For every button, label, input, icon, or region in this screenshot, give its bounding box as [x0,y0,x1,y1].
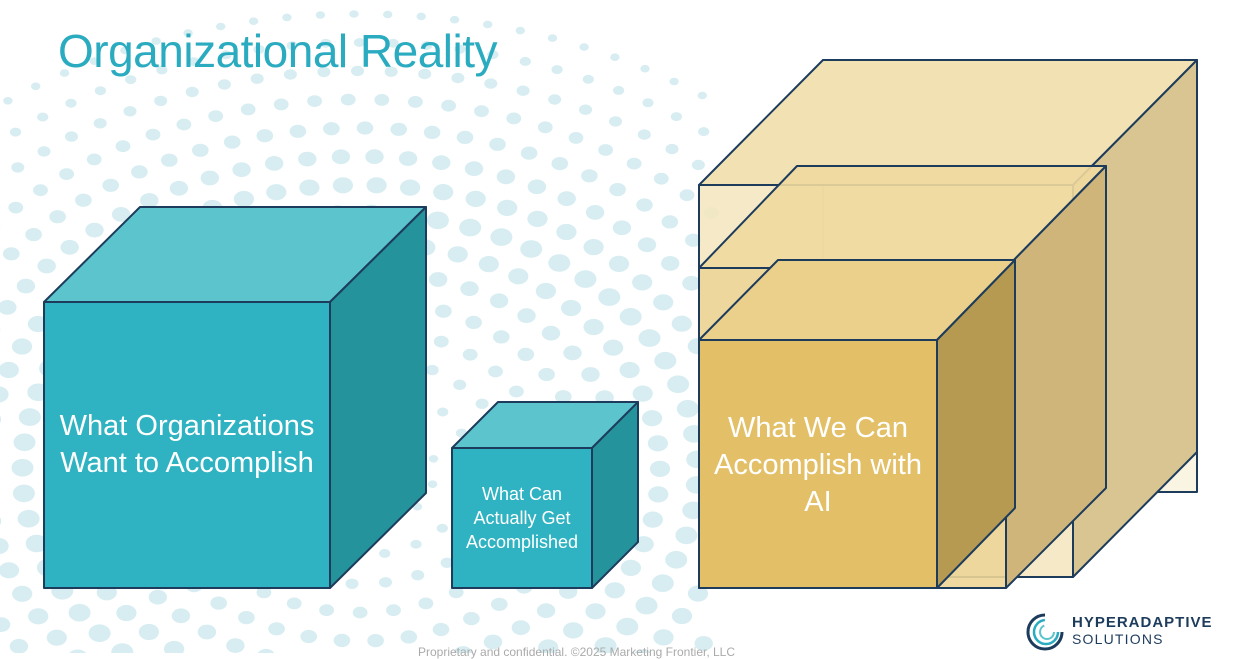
cube-actual-label: What Can Actually Get Accomplished [452,448,592,588]
cube-ai-label: What We Can Accomplish with AI [699,340,937,588]
logo-subtitle: SOLUTIONS [1072,631,1164,647]
cube-ai-label-line: Accomplish with [714,447,922,484]
company-logo: HYPERADAPTIVE SOLUTIONS [1024,608,1224,652]
cube-want-label-line: Want to Accomplish [60,445,315,482]
logo-swirl-icon [1024,610,1068,652]
cube-want-label: What Organizations Want to Accomplish [44,302,330,588]
slide-title: Organizational Reality [58,24,497,78]
cube-actual-label-line: Actually Get [466,506,578,530]
logo-name: HYPERADAPTIVE [1072,614,1213,631]
cube-ai-label-line: AI [714,484,922,521]
footer-copyright: Proprietary and confidential. ©2025 Mark… [418,645,735,659]
cube-want-label-line: What Organizations [60,408,315,445]
cube-ai-label-line: What We Can [714,410,922,447]
cube-actual-label-line: Accomplished [466,530,578,554]
cube-actual-label-line: What Can [466,482,578,506]
